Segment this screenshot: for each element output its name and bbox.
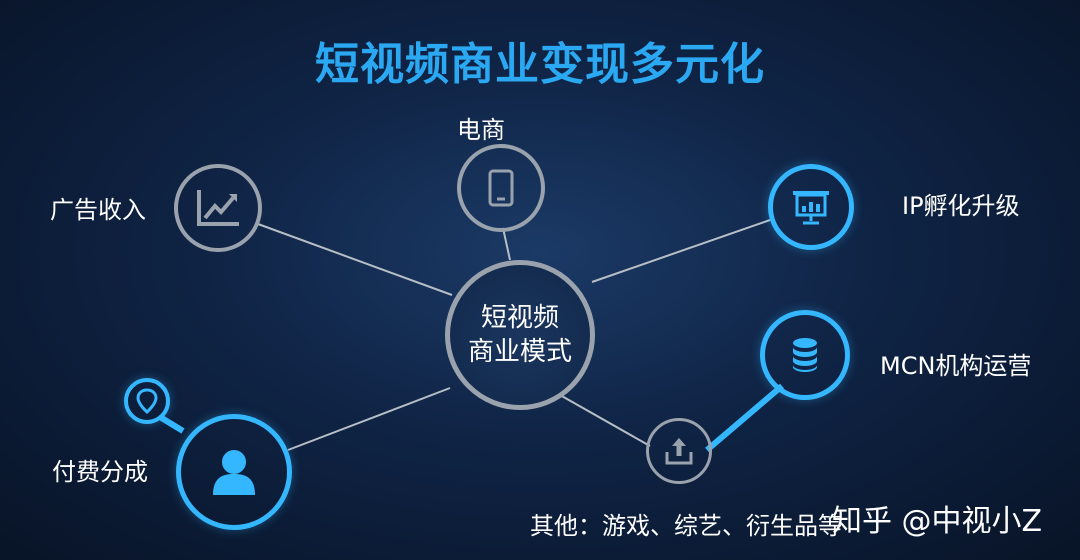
node-paid xyxy=(176,414,292,530)
center-line-2: 商业模式 xyxy=(467,337,572,367)
node-pin xyxy=(124,378,170,424)
line-chart-icon xyxy=(197,190,239,226)
connector-pin xyxy=(158,414,185,434)
node-ecommerce xyxy=(457,144,545,232)
connector-ip xyxy=(591,219,771,283)
node-upload xyxy=(646,418,712,484)
upload-icon xyxy=(665,438,693,465)
footer-note: 其他：游戏、综艺、衍生品等 xyxy=(530,512,842,540)
diagram-title: 短视频商业变现多元化 xyxy=(315,39,765,90)
connector-upload xyxy=(559,394,651,447)
connector-ads xyxy=(257,223,453,296)
user-icon xyxy=(213,450,255,495)
connector-ecommerce xyxy=(502,227,511,261)
connector-paid xyxy=(287,387,451,451)
node-mcn xyxy=(760,310,850,400)
label-ecommerce: 电商 xyxy=(457,116,505,144)
label-paid: 付费分成 xyxy=(52,458,148,486)
center-line-1: 短视频 xyxy=(480,303,559,333)
label-ads: 广告收入 xyxy=(50,196,146,224)
node-ip xyxy=(768,164,854,250)
database-icon xyxy=(793,338,817,372)
watermark: 知乎 @中视小Z xyxy=(832,504,1043,539)
label-mcn: MCN机构运营 xyxy=(880,352,1032,380)
presentation-board-icon xyxy=(793,191,829,225)
phone-icon xyxy=(488,169,514,207)
label-ip: IP孵化升级 xyxy=(902,192,1020,220)
location-pin-icon xyxy=(136,388,158,414)
connector-mcn xyxy=(705,383,784,453)
center-hub: 短视频 商业模式 xyxy=(445,260,595,410)
node-ads xyxy=(174,164,262,252)
